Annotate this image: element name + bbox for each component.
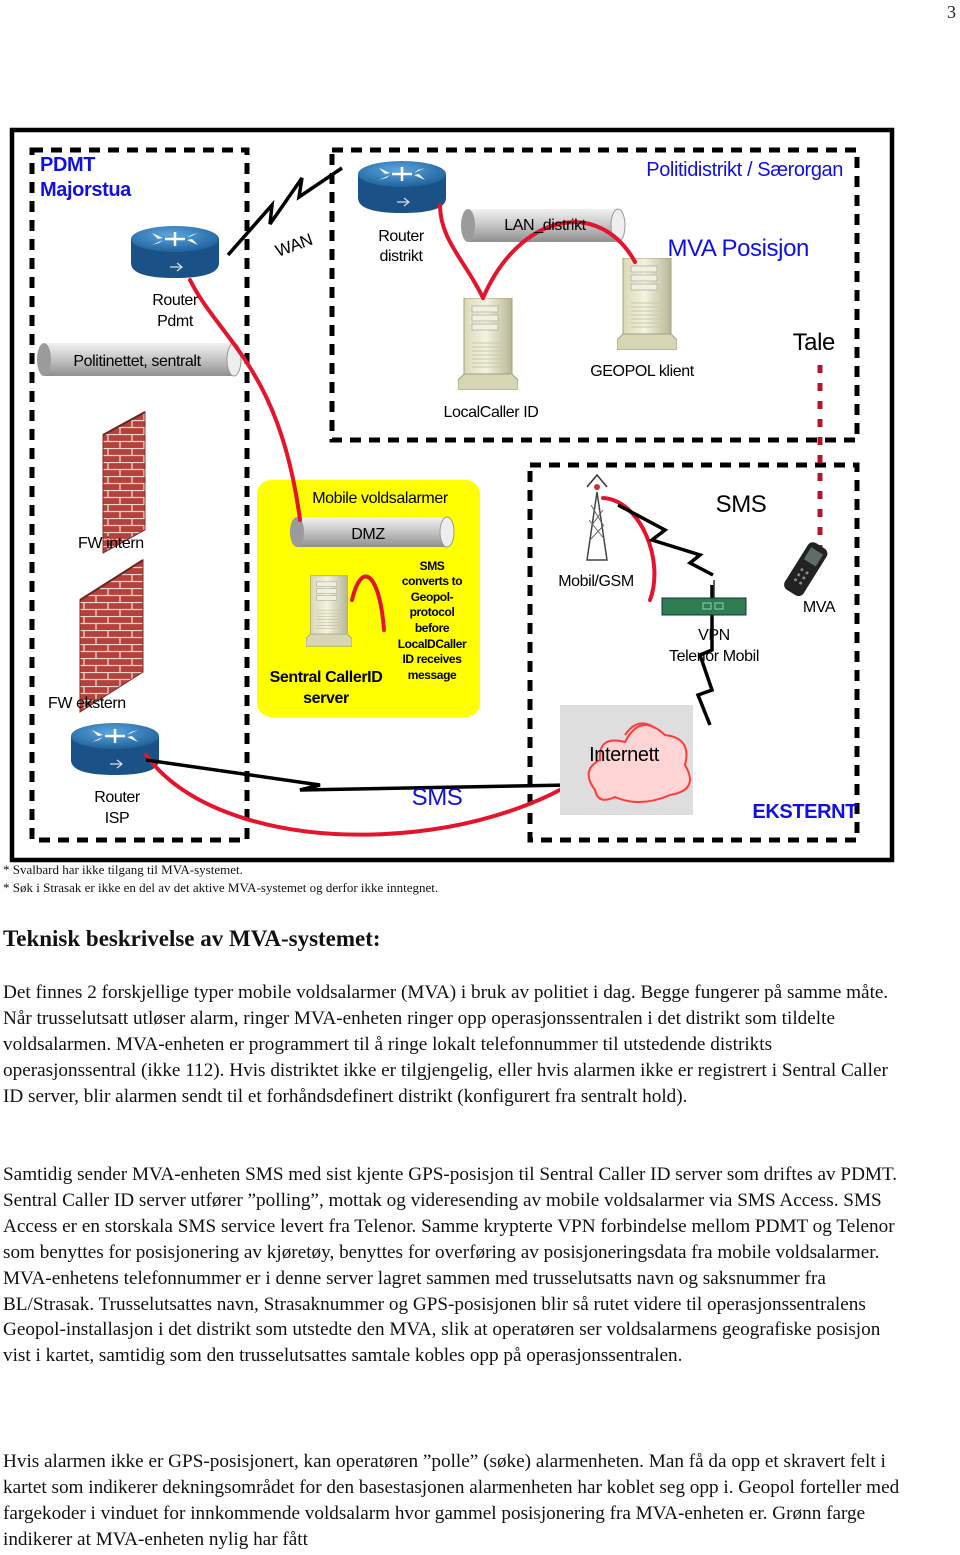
svg-text:message: message: [408, 668, 457, 682]
sms-radio-link: [617, 503, 714, 577]
cable-router-localcaller: [438, 203, 485, 300]
wan-link: [226, 166, 343, 257]
district-title: Politidistrikt / Særorgan: [646, 159, 843, 181]
svg-text:converts to: converts to: [402, 574, 462, 588]
page-number: 3: [947, 2, 956, 22]
paragraph-3: Hvis alarmen ikke er GPS-posisjonert, ka…: [3, 1451, 900, 1550]
mva-posisjon-label: MVA Posisjon: [668, 235, 810, 262]
svg-text:protocol: protocol: [410, 605, 455, 619]
vpn-label-2: Telenor Mobil: [669, 648, 759, 665]
isp-link: [145, 758, 571, 792]
pdmt-subtitle: Majorstua: [40, 179, 132, 201]
fw-intern-label: FW intern: [78, 535, 144, 552]
sentral-callerid-label: Sentral CallerID: [270, 669, 383, 686]
geopol-klient-label: GEOPOL klient: [590, 363, 695, 380]
localcaller-server-icon: [458, 298, 518, 390]
sentral-callerid-server-icon: [306, 575, 352, 647]
lan-distrikt-pipe: [461, 208, 626, 243]
vpn-device-icon: [661, 580, 747, 616]
internet-cloud-icon: [560, 705, 693, 815]
dmz-pipe: [290, 516, 455, 548]
router-isp-label-2: ISP: [105, 810, 130, 827]
tale-label: Tale: [793, 329, 835, 356]
eksternt-label: EKSTERNT: [752, 801, 857, 823]
pdmt-title: PDMT: [40, 154, 95, 176]
gsm-tower-icon: [586, 473, 608, 561]
router-pdmt-icon: [130, 225, 220, 279]
router-distrikt-label: Router: [378, 228, 425, 245]
paragraph-2: Samtidig sender MVA-enheten SMS med sist…: [3, 1164, 898, 1367]
lan-distrikt-label: LAN_distrikt: [504, 217, 586, 234]
footnote-strasak: * Søk i Strasak er ikke en del av det ak…: [3, 880, 439, 895]
cable-gsm-vpn: [601, 496, 657, 602]
cable-pdmt-dmz: [188, 278, 302, 522]
network-diagram: PDMT Majorstua Politidistrikt / Særorgan…: [9, 127, 895, 863]
cable-localcaller-geopol: [481, 220, 637, 300]
router-pdmt-label-2: Pdmt: [157, 313, 194, 330]
cable-callerid-loop: [350, 574, 386, 632]
router-distrikt-icon: [357, 160, 447, 214]
svg-text:Geopol-: Geopol-: [411, 590, 454, 604]
section-heading: Teknisk beskrivelse av MVA-systemet:: [3, 926, 381, 951]
sentral-callerid-label-2: server: [303, 690, 349, 707]
vpn-internet-link: [695, 585, 715, 726]
router-isp-icon: [70, 722, 160, 776]
svg-text:LocalDCaller: LocalDCaller: [398, 637, 467, 651]
fw-ekstern-icon: [79, 559, 144, 713]
localcaller-label: LocalCaller ID: [444, 404, 539, 421]
router-pdmt-label: Router: [152, 292, 199, 309]
dmz-label: DMZ: [351, 526, 385, 543]
politinettet-label: Politinettet, sentralt: [73, 353, 201, 370]
sms-note: SMS converts to Geopol- protocol before …: [398, 559, 468, 682]
mobile-phone-icon: [784, 542, 828, 597]
vpn-label: VPN: [698, 627, 730, 644]
sms-bottom-label: SMS: [412, 784, 463, 811]
wan-label: WAN: [273, 230, 315, 261]
paragraph-1: Det finnes 2 forskjellige typer mobile v…: [3, 982, 889, 1107]
svg-text:ID receives: ID receives: [403, 652, 463, 666]
fw-ekstern-label: FW ekstern: [48, 695, 126, 712]
mobile-voldsalarmer-label: Mobile voldsalarmer: [312, 490, 449, 507]
fw-intern-icon: [102, 411, 146, 554]
mva-label: MVA: [803, 599, 836, 616]
sms-top-label: SMS: [716, 491, 767, 518]
router-isp-label: Router: [94, 789, 141, 806]
router-distrikt-label-2: distrikt: [379, 248, 423, 265]
geopol-server-icon: [617, 258, 677, 350]
svg-text:before: before: [415, 621, 450, 635]
mobil-gsm-label: Mobil/GSM: [558, 573, 634, 590]
footnote-svalbard: * Svalbard har ikke tilgang til MVA-syst…: [3, 862, 243, 877]
internett-label: Internett: [589, 744, 660, 766]
svg-text:SMS: SMS: [420, 559, 445, 573]
